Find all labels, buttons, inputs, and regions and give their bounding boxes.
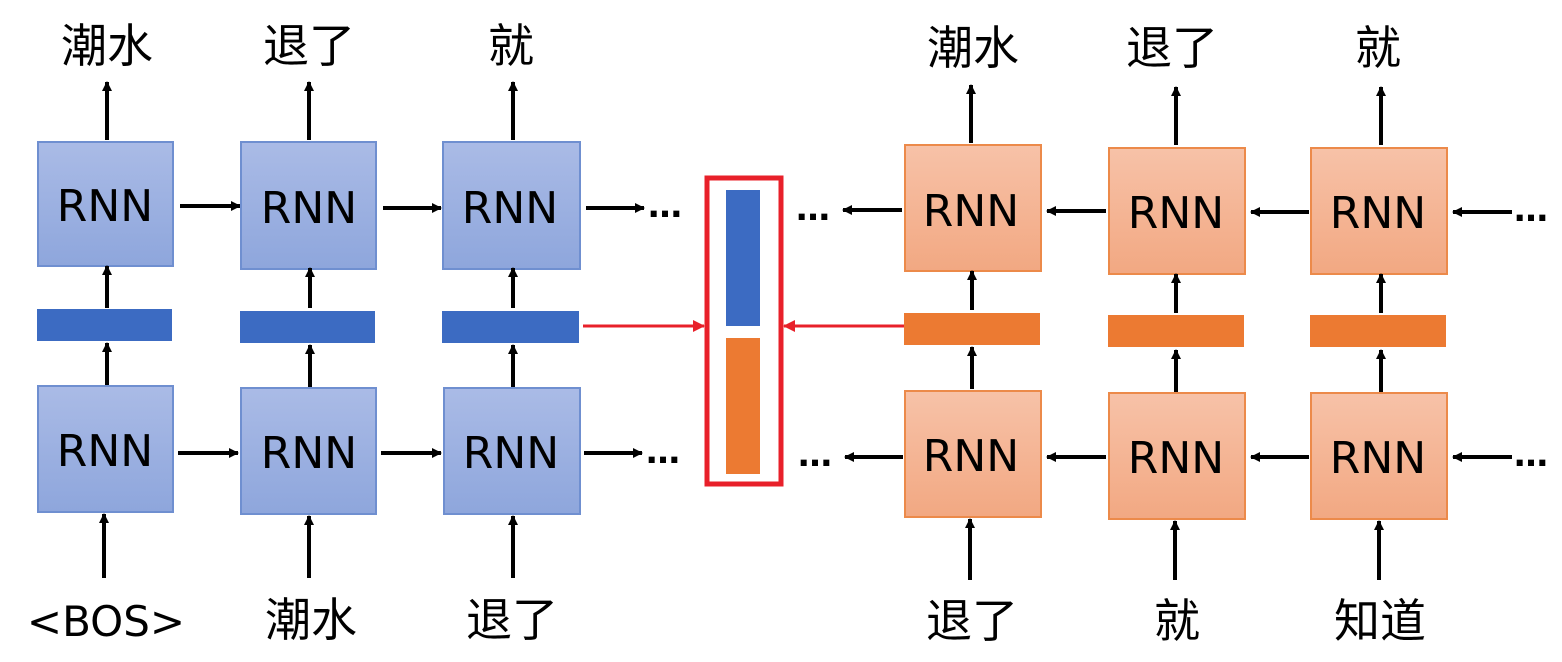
backward-column-2: 退了 RNN RNN 就 [1108,21,1246,648]
forward-rnn-group: 潮水 RNN RNN <BOS> 退了 RNN RNN [27,19,682,647]
rnn-label: RNN [923,186,1019,237]
ellipsis: … [646,432,680,472]
forward-hidden-bar-2 [240,311,375,343]
backward-column-3: 就 RNN RNN 知道 [1310,21,1448,648]
backward-output-2: 退了 [1126,21,1218,75]
backward-rnn-group: … … 潮水 RNN RNN 退了 退了 RNN [796,21,1548,648]
backward-hidden-bar-3 [1310,315,1446,347]
rnn-label: RNN [1128,433,1224,484]
rnn-label: RNN [57,181,153,232]
backward-lower-rnn-box-1 [904,390,1042,518]
backward-input-2: 就 [1154,594,1200,648]
rnn-label: RNN [1330,433,1426,484]
rnn-label: RNN [1128,188,1224,239]
backward-upper-rnn-box-3 [1310,147,1448,275]
forward-lower-rnn-box-2 [240,387,377,515]
forward-hidden-bar-3 [442,311,579,343]
ellipsis: … [1514,190,1548,230]
backward-lower-rnn-box-3 [1310,392,1448,520]
rnn-label: RNN [462,183,558,234]
concat-forward-vector [726,190,760,326]
ellipsis: … [796,189,830,229]
forward-column-1: 潮水 RNN RNN <BOS> [27,19,185,646]
rnn-label: RNN [1330,188,1426,239]
forward-lower-rnn-box-3 [443,387,581,515]
rnn-label: RNN [261,183,357,234]
backward-column-1: 潮水 RNN RNN 退了 [904,21,1042,648]
forward-input-3: 退了 [466,593,558,647]
forward-input-2: 潮水 [265,593,357,647]
forward-upper-rnn-box-3 [442,141,581,270]
ellipsis: … [798,435,832,475]
forward-output-2: 退了 [263,19,355,73]
forward-output-1: 潮水 [61,19,153,73]
backward-input-3: 知道 [1334,594,1426,648]
concat-backward-vector [726,338,760,474]
forward-upper-rnn-box-2 [240,141,377,270]
backward-input-1: 退了 [926,594,1018,648]
backward-upper-rnn-box-2 [1108,147,1246,275]
forward-input-1: <BOS> [27,597,185,646]
backward-output-1: 潮水 [927,21,1019,75]
ellipsis: … [1514,435,1548,475]
forward-column-2: 退了 RNN RNN 潮水 [240,19,377,647]
forward-output-3: 就 [488,19,534,73]
concatenated-hidden-state [583,175,904,487]
backward-hidden-bar-1 [904,313,1040,345]
forward-column-3: 就 RNN RNN 退了 [442,19,581,647]
forward-hidden-bar-1 [37,309,172,341]
concat-highlight-frame [704,175,784,487]
ellipsis: … [648,186,682,226]
backward-hidden-bar-2 [1108,315,1244,347]
forward-lower-rnn-box-1 [37,385,174,513]
rnn-label: RNN [463,428,559,479]
rnn-label: RNN [923,431,1019,482]
rnn-label: RNN [57,426,153,477]
rnn-label: RNN [261,428,357,479]
backward-upper-rnn-box-1 [904,144,1042,272]
backward-output-3: 就 [1355,21,1401,75]
backward-lower-rnn-box-2 [1108,392,1246,520]
